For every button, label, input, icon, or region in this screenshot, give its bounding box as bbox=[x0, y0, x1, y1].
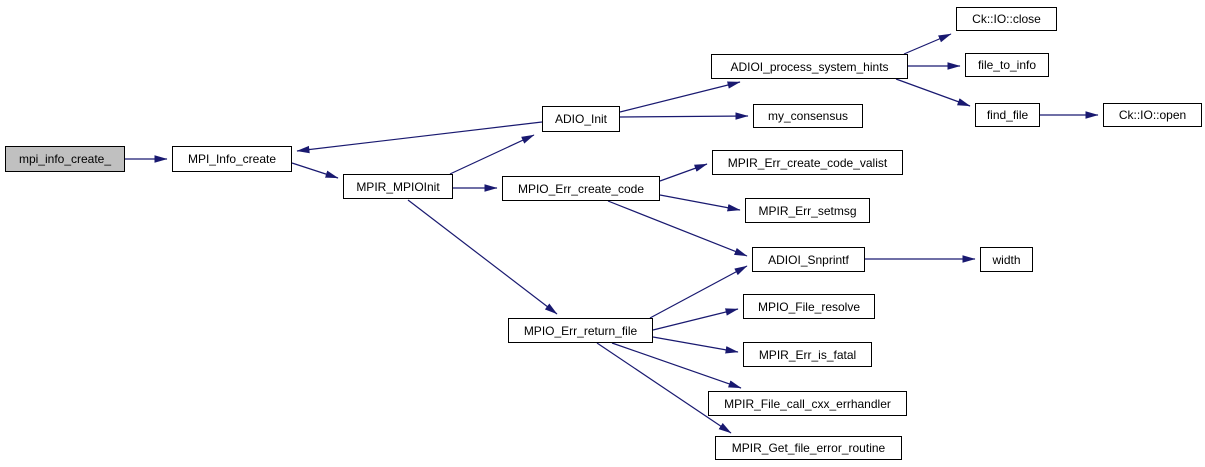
node-ck-io-close[interactable]: Ck::IO::close bbox=[956, 7, 1057, 31]
node-mpio-err-create-code[interactable]: MPIO_Err_create_code bbox=[502, 176, 660, 201]
edge-mpio-err-return-file-to-mpio-file-resolve bbox=[652, 308, 739, 331]
node-mpio-file-resolve[interactable]: MPIO_File_resolve bbox=[743, 294, 875, 319]
edge-mpi-info-create-to-mpir-mpioinit bbox=[291, 162, 339, 179]
node-mpir-err-create-code-valist[interactable]: MPIR_Err_create_code_valist bbox=[712, 150, 903, 175]
edge-adioi-process-system-hints-to-ck-io-close bbox=[903, 33, 952, 55]
edge-mpio-err-return-file-to-mpir-get-file-error-routine bbox=[596, 342, 732, 434]
node-ck-io-open[interactable]: Ck::IO::open bbox=[1103, 103, 1202, 127]
edge-mpio-err-return-file-to-mpir-err-is-fatal bbox=[652, 336, 739, 354]
node-mpir-err-is-fatal[interactable]: MPIR_Err_is_fatal bbox=[743, 342, 872, 367]
edge-mpio-err-create-code-to-mpir-err-setmsg bbox=[659, 194, 741, 212]
node-width[interactable]: width bbox=[980, 247, 1033, 272]
edge-adio-init-to-mpi-info-create bbox=[296, 121, 543, 154]
edge-mpio-err-return-file-to-adioi-snprintf bbox=[649, 265, 748, 319]
node-mpir-get-file-error-routine[interactable]: MPIR_Get_file_error_routine bbox=[715, 436, 902, 460]
node-mpir-mpioinit[interactable]: MPIR_MPIOInit bbox=[343, 174, 453, 199]
edge-mpio-err-create-code-to-mpir-err-create-code-valist bbox=[659, 163, 708, 182]
edge-mpir-mpioinit-to-adio-init bbox=[449, 134, 535, 175]
edge-adioi-process-system-hints-to-find-file bbox=[895, 78, 971, 107]
node-adio-init[interactable]: ADIO_Init bbox=[542, 106, 620, 132]
edge-adio-init-to-my-consensus bbox=[619, 112, 749, 120]
node-my-consensus[interactable]: my_consensus bbox=[753, 104, 863, 128]
edge-mpio-err-return-file-to-mpir-file-call-cxx-errhandler bbox=[611, 342, 742, 389]
node-find-file[interactable]: find_file bbox=[975, 103, 1040, 127]
node-mpio-err-return-file[interactable]: MPIO_Err_return_file bbox=[508, 318, 653, 343]
node-adioi-snprintf[interactable]: ADIOI_Snprintf bbox=[752, 247, 865, 272]
node-file-to-info[interactable]: file_to_info bbox=[965, 53, 1049, 77]
node-mpir-file-call-cxx-errhandler[interactable]: MPIR_File_call_cxx_errhandler bbox=[708, 391, 907, 416]
edge-mpio-err-create-code-to-adioi-snprintf bbox=[607, 200, 748, 257]
edge-mpir-mpioinit-to-mpio-err-return-file bbox=[407, 199, 558, 315]
node-mpi-info-create[interactable]: MPI_Info_create bbox=[172, 146, 292, 172]
node-mpir-err-setmsg[interactable]: MPIR_Err_setmsg bbox=[745, 198, 870, 223]
edge-adio-init-to-adioi-process-system-hints bbox=[619, 81, 741, 113]
node-adioi-process-system-hints[interactable]: ADIOI_process_system_hints bbox=[711, 54, 908, 79]
node-mpi-info-create: mpi_info_create_ bbox=[5, 146, 125, 172]
